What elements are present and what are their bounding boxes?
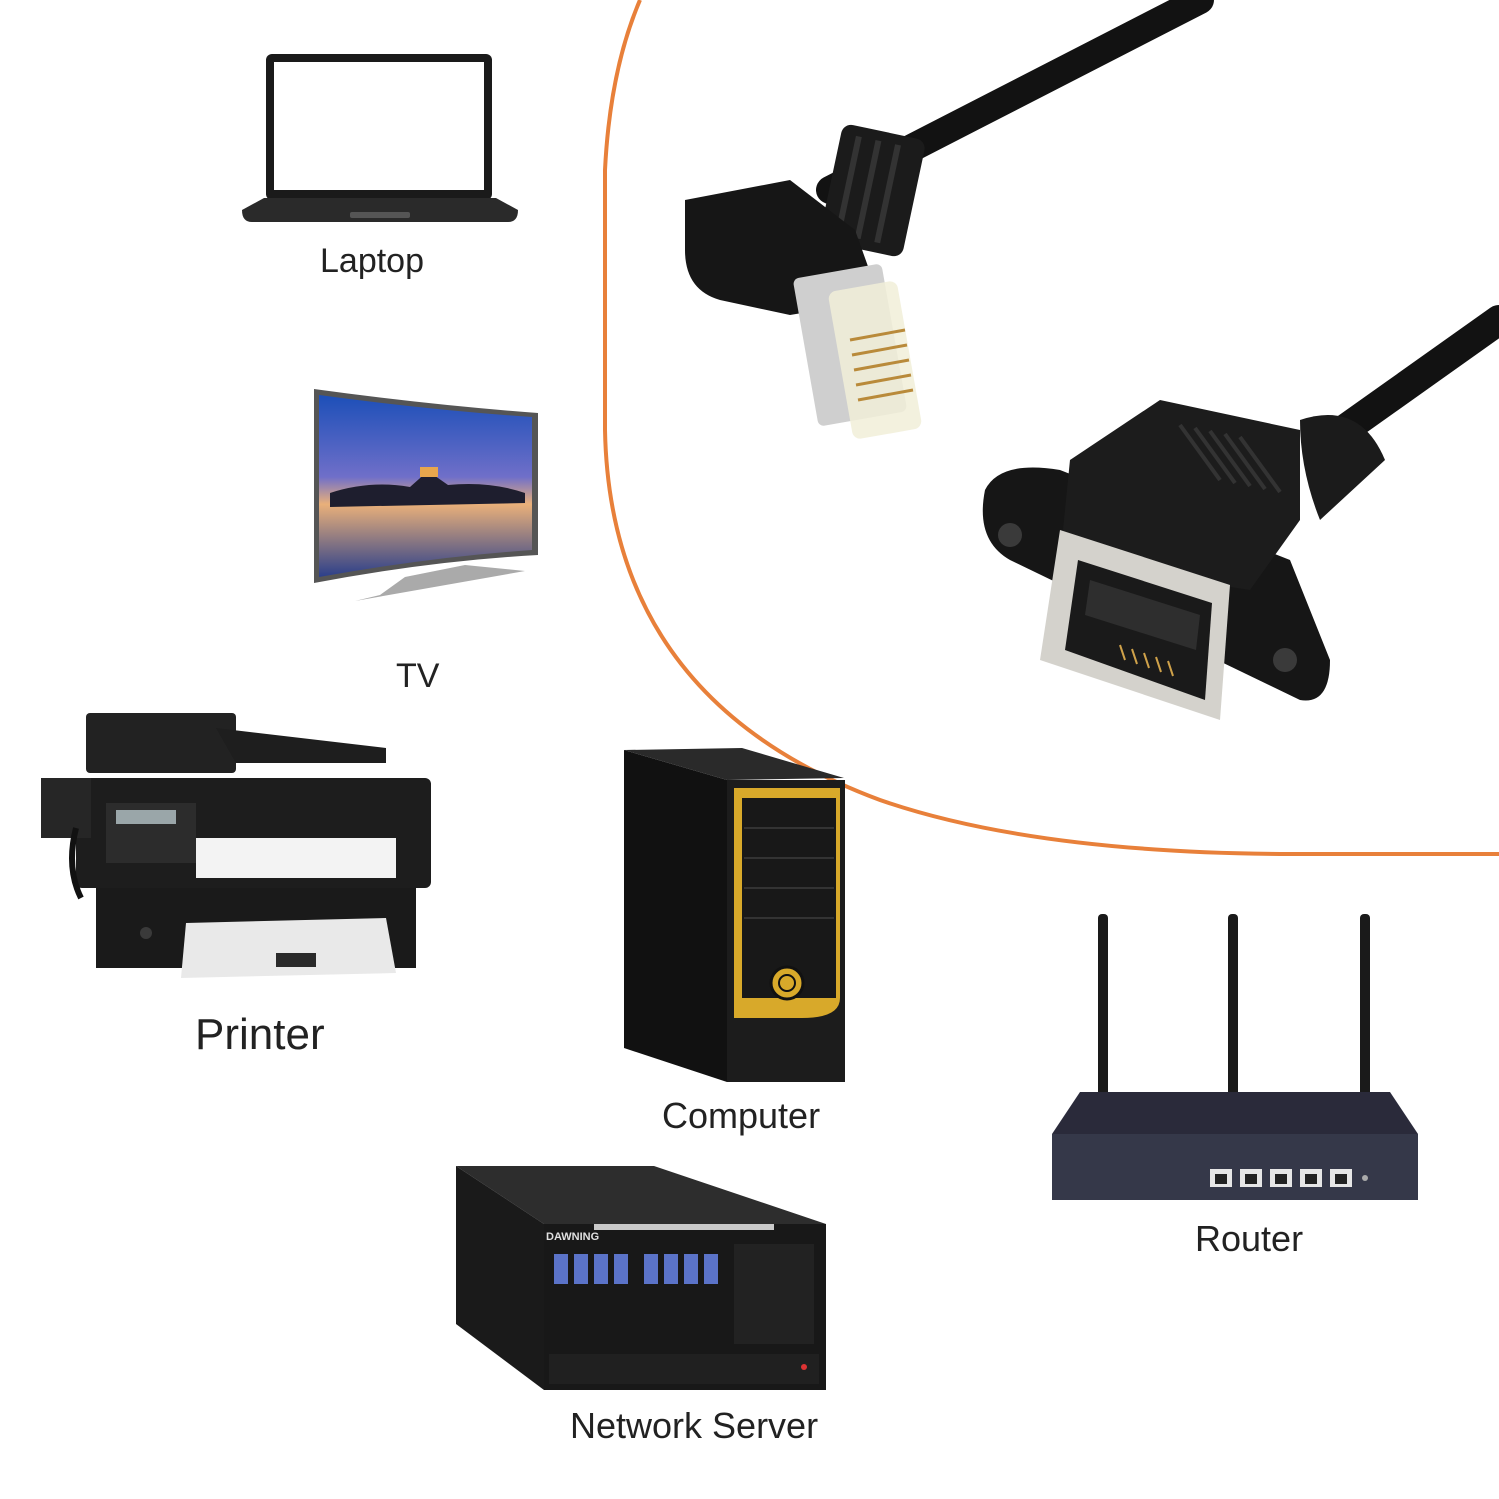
laptop-device — [240, 50, 520, 230]
male-rj45-plug-icon — [685, 124, 925, 439]
printer-icon — [41, 713, 431, 978]
computer-tower-icon — [624, 748, 845, 1082]
laptop-icon — [242, 54, 518, 222]
printer-label: Printer — [195, 1010, 325, 1059]
laptop-label: Laptop — [320, 242, 424, 280]
female-rj45-jack-icon — [982, 400, 1385, 720]
router-device — [1050, 912, 1420, 1202]
server-device: DAWNING — [454, 1164, 828, 1392]
router-label: Router — [1195, 1218, 1304, 1259]
cable-wire-right — [1315, 305, 1499, 455]
tv-icon — [314, 389, 538, 601]
panel-border — [603, 0, 1499, 856]
tv-label: TV — [396, 657, 440, 695]
router-icon — [1052, 914, 1418, 1200]
tv-device — [310, 385, 545, 605]
server-label: Network Server — [570, 1405, 819, 1446]
server-icon — [456, 1166, 826, 1390]
computer-device — [622, 748, 847, 1084]
server-brand-label: DAWNING — [546, 1231, 600, 1243]
computer-label: Computer — [662, 1095, 821, 1136]
cable-closeup-panel — [603, 0, 1499, 856]
printer-device — [36, 708, 436, 983]
